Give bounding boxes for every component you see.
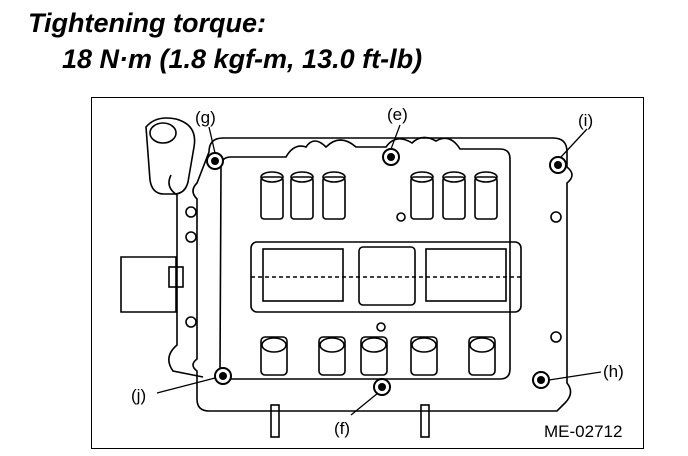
leader-e	[390, 124, 401, 150]
bottom-stud-right	[420, 404, 430, 438]
leader-g	[208, 126, 216, 154]
bolt-bosses	[185, 206, 562, 343]
leader-j	[156, 377, 216, 394]
bottom-stud-left	[270, 404, 280, 438]
intake-port-stub	[168, 266, 184, 288]
top-left-pipe	[145, 117, 196, 195]
label-i: (i)	[578, 111, 593, 130]
cylinder-head-diagram: (g) (e) (i) (j) (f) (h) ME-02712	[120, 105, 624, 441]
figure-frame	[91, 97, 644, 449]
torque-title: Tightening torque:	[28, 8, 266, 38]
leader-i	[560, 128, 588, 158]
leader-h	[548, 371, 602, 381]
left-camshaft	[262, 248, 344, 302]
torque-value: 18 N·m (1.8 kgf-m, 13.0 ft-lb)	[62, 44, 423, 74]
left-housing	[168, 174, 204, 378]
figure-code: ME-02712	[544, 422, 622, 441]
leader-f	[350, 392, 379, 416]
label-h: (h)	[603, 362, 624, 381]
label-f: (f)	[334, 419, 350, 438]
inner-gasket-outline	[219, 136, 511, 380]
top-valve-springs	[260, 171, 498, 220]
bottom-valve-springs	[260, 336, 496, 376]
label-e: (e)	[387, 105, 408, 124]
cylinder-head-outline	[192, 137, 573, 412]
label-j: (j)	[131, 386, 146, 405]
label-g: (g)	[195, 108, 216, 127]
top-left-pipe-opening	[149, 122, 177, 144]
center-journal	[358, 246, 416, 306]
intake-port-body	[120, 256, 177, 313]
right-camshaft	[425, 248, 507, 302]
